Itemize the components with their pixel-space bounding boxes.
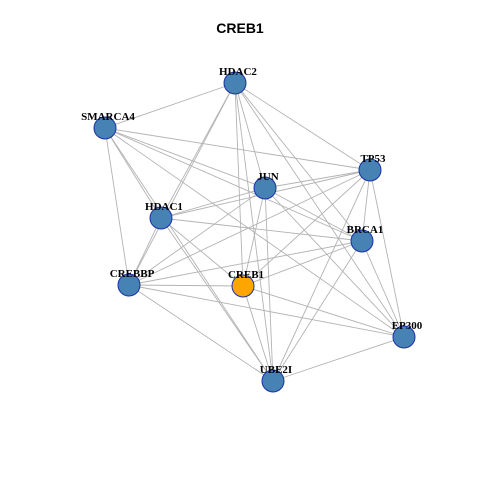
edge-smarca4-crebbp bbox=[104, 127, 130, 286]
edge-tp53-brca1 bbox=[361, 169, 371, 242]
edge-hdac2-ep300 bbox=[234, 82, 405, 338]
edge-hdac1-brca1 bbox=[160, 217, 363, 242]
edge-jun-creb1 bbox=[242, 187, 266, 287]
node-brca1 bbox=[350, 229, 374, 253]
edge-creb1-ube2i bbox=[242, 285, 274, 382]
edge-hdac2-hdac1 bbox=[160, 82, 236, 219]
edge-hdac1-ube2i bbox=[160, 217, 274, 382]
node-label-smarca4: SMARCA4 bbox=[81, 111, 135, 123]
edge-ep300-ube2i bbox=[272, 336, 405, 382]
node-label-tp53: TP53 bbox=[360, 153, 386, 165]
edge-hdac2-creb1 bbox=[234, 82, 244, 287]
edge-jun-crebbp bbox=[128, 187, 266, 286]
edge-hdac2-tp53 bbox=[234, 82, 371, 171]
edge-smarca4-brca1 bbox=[104, 127, 363, 242]
node-label-hdac1: HDAC1 bbox=[145, 201, 183, 213]
edge-hdac1-crebbp bbox=[128, 217, 162, 286]
edge-smarca4-tp53 bbox=[104, 127, 371, 171]
node-creb1 bbox=[231, 274, 255, 298]
edge-tp53-ep300 bbox=[369, 169, 405, 338]
node-ep300 bbox=[392, 325, 416, 349]
edge-hdac2-jun bbox=[234, 82, 266, 189]
edge-jun-hdac1 bbox=[160, 187, 266, 219]
node-tp53 bbox=[358, 158, 382, 182]
edge-tp53-jun bbox=[264, 169, 371, 189]
edge-tp53-crebbp bbox=[128, 169, 371, 286]
node-label-ube2i: UBE2I bbox=[260, 364, 292, 376]
node-label-creb1: CREB1 bbox=[228, 269, 264, 281]
edge-jun-ube2i bbox=[264, 187, 274, 382]
edge-jun-brca1 bbox=[264, 187, 363, 242]
node-label-jun: JUN bbox=[257, 171, 278, 183]
node-hdac2 bbox=[223, 71, 247, 95]
edge-smarca4-ube2i bbox=[104, 127, 274, 382]
edge-brca1-creb1 bbox=[242, 240, 363, 287]
edge-brca1-crebbp bbox=[128, 240, 363, 286]
node-label-brca1: BRCA1 bbox=[347, 224, 384, 236]
edge-hdac1-creb1 bbox=[160, 217, 244, 287]
node-label-ep300: EP300 bbox=[392, 320, 423, 332]
node-jun bbox=[253, 176, 277, 200]
node-crebbp bbox=[117, 273, 141, 297]
node-layer bbox=[93, 71, 416, 393]
edge-smarca4-jun bbox=[104, 127, 266, 189]
edge-brca1-ube2i bbox=[272, 240, 363, 382]
edge-smarca4-ep300 bbox=[104, 127, 405, 338]
edge-crebbp-creb1 bbox=[128, 284, 244, 287]
plot-title: CREB1 bbox=[216, 20, 264, 36]
edge-smarca4-hdac1 bbox=[104, 127, 162, 219]
edge-crebbp-ube2i bbox=[128, 284, 274, 382]
edge-crebbp-ep300 bbox=[128, 284, 405, 338]
node-hdac1 bbox=[149, 206, 173, 230]
edge-tp53-creb1 bbox=[242, 169, 371, 287]
node-label-hdac2: HDAC2 bbox=[219, 66, 257, 78]
node-ube2i bbox=[261, 369, 285, 393]
edge-brca1-ep300 bbox=[361, 240, 405, 338]
edge-hdac2-brca1 bbox=[234, 82, 363, 242]
edge-hdac2-crebbp bbox=[128, 82, 236, 286]
node-smarca4 bbox=[93, 116, 117, 140]
edge-tp53-ube2i bbox=[272, 169, 371, 382]
edge-creb1-ep300 bbox=[242, 285, 405, 338]
edge-hdac2-smarca4 bbox=[104, 82, 236, 129]
node-label-crebbp: CREBBP bbox=[110, 268, 155, 280]
edge-jun-ep300 bbox=[264, 187, 405, 338]
edge-layer bbox=[104, 82, 405, 382]
